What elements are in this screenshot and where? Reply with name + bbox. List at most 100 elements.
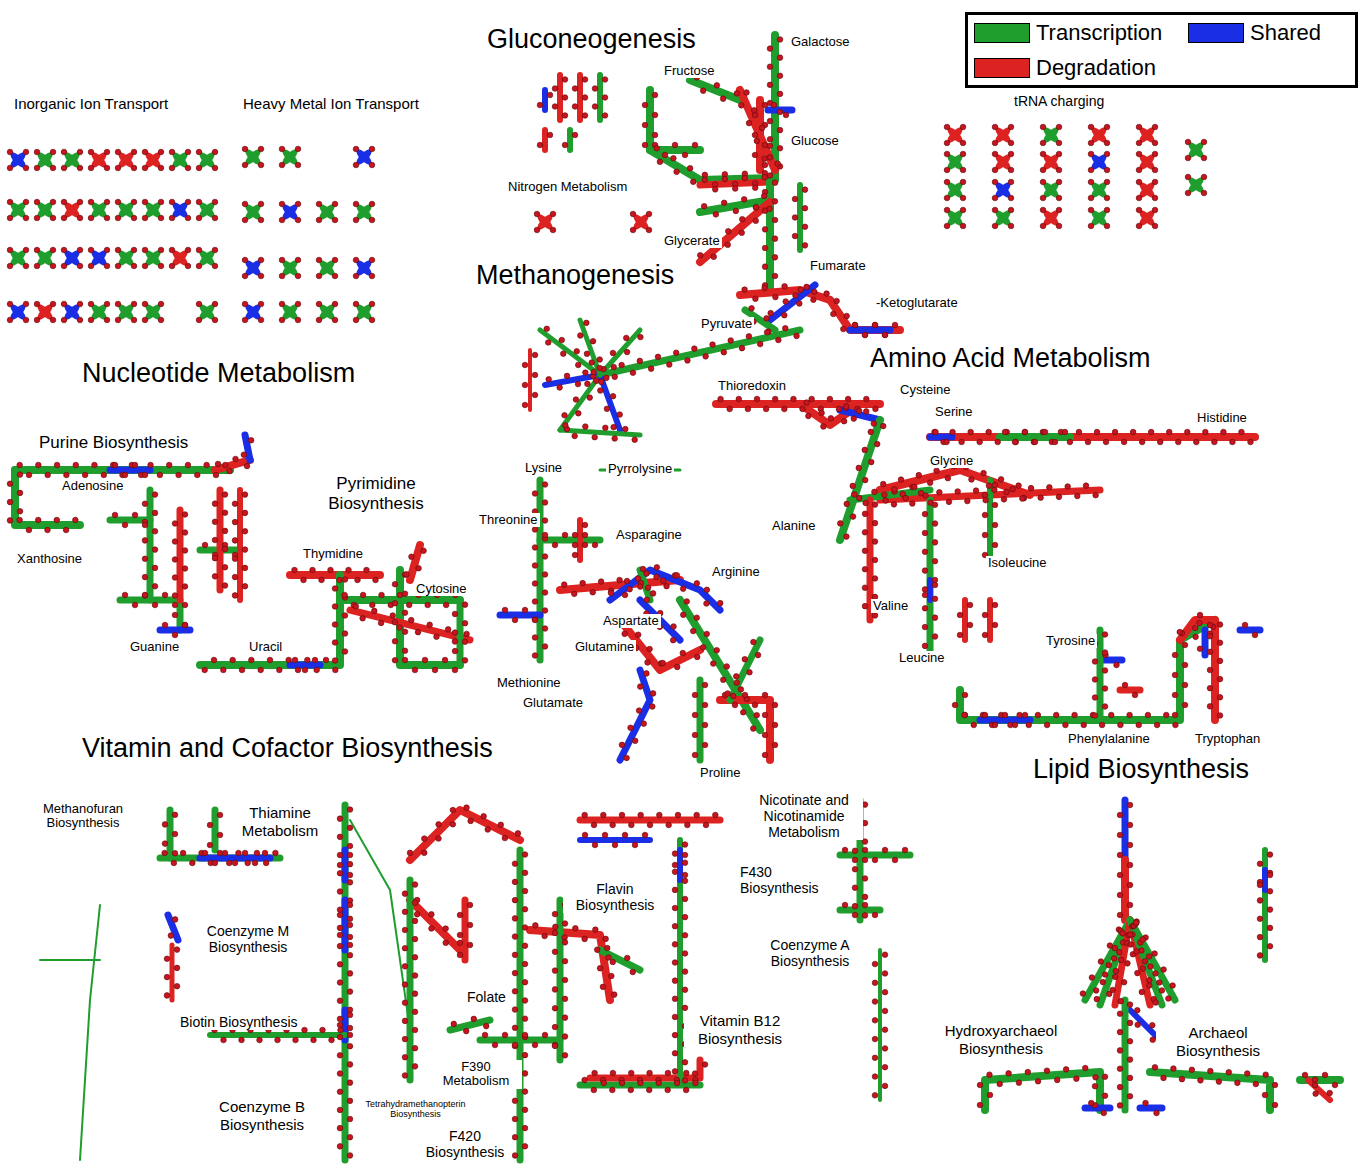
metabolite-dot (682, 1078, 688, 1084)
metabolite-dot (718, 396, 724, 402)
metabolite-dot (992, 223, 998, 229)
metabolite-dot (115, 301, 121, 307)
metabolite-dot (791, 396, 797, 402)
complex-glyph (1089, 180, 1109, 200)
metabolite-dot (73, 517, 79, 523)
metabolite-dot (295, 217, 301, 223)
metabolite-dot (1089, 975, 1095, 981)
metabolite-dot (292, 567, 298, 573)
metabolite-dot (562, 996, 568, 1002)
glyph-petal (280, 258, 300, 278)
metabolite-dot (746, 334, 752, 340)
metabolite-dot (700, 645, 706, 651)
metabolite-dot (412, 1064, 418, 1070)
glyph-petal (243, 147, 263, 167)
metabolite-dot (767, 155, 773, 161)
metabolite-dot (1262, 1092, 1268, 1098)
metabolite-dot (61, 247, 67, 253)
metabolite-dot (1152, 124, 1158, 130)
section-heading: Purine Biosynthesis (37, 433, 190, 453)
glyph-petal (1041, 180, 1061, 200)
metabolite-dot (703, 822, 709, 828)
metabolite-dot (337, 1016, 343, 1022)
complex-glyph (89, 150, 109, 170)
metabolite-dot (158, 199, 164, 205)
metabolite-dot (738, 687, 744, 693)
metabolite-dot (347, 922, 353, 928)
metabolite-dot (323, 657, 329, 663)
metabolite-dot (1173, 722, 1179, 728)
metabolite-dot (1152, 951, 1158, 957)
metabolite-dot (1104, 179, 1110, 185)
metabolite-dot (1088, 1100, 1094, 1106)
metabolite-dot (158, 247, 164, 253)
metabolite-dot (1117, 1048, 1123, 1054)
metabolite-dot (353, 301, 359, 307)
metabolite-dot (232, 860, 238, 866)
metabolite-dot (757, 341, 763, 347)
metabolite-dot (1040, 151, 1046, 157)
metabolite-dot (624, 955, 630, 961)
metabolite-dot (332, 273, 338, 279)
metabolite-dot (1032, 439, 1038, 445)
reaction-edge (600, 330, 800, 375)
metabolite-dot (995, 439, 1001, 445)
metabolite-dot (739, 345, 745, 351)
metabolite-dot (176, 472, 182, 478)
metabolite-dot (562, 1052, 568, 1058)
metabolite-dot (992, 140, 998, 146)
metabolite-dot (542, 518, 548, 524)
metabolite-dot (852, 903, 858, 909)
metabolite-dot (215, 461, 221, 467)
metabolite-dot (522, 382, 528, 388)
reaction-edge (542, 90, 548, 110)
complex-glyph (116, 302, 136, 322)
metabolite-dot (552, 987, 558, 993)
glyph-petal (89, 200, 109, 220)
metabolite-dot (169, 149, 175, 155)
metabolite-dot (50, 301, 56, 307)
reaction-edge (542, 130, 548, 150)
metabolite-dot (602, 95, 608, 101)
metabolite-dot (589, 360, 595, 366)
metabolite-dot (392, 638, 398, 644)
metabolite-dot (772, 180, 778, 186)
metabolite-dot (773, 294, 779, 300)
metabolite-dot (682, 1060, 688, 1066)
metabolite-dot (522, 925, 528, 931)
metabolite-dot (647, 646, 653, 652)
reaction-edge (1100, 920, 1130, 1005)
metabolite-dot (142, 247, 148, 253)
metabolite-dot (462, 620, 468, 626)
metabolite-dot (1110, 987, 1116, 993)
metabolite-dot (734, 91, 740, 97)
metabolite-dot (172, 593, 178, 599)
metabolite-dot (973, 488, 979, 494)
metabolite-dot (983, 497, 989, 503)
metabolite-dot (169, 263, 175, 269)
metabolite-dot (142, 263, 148, 269)
glyph-petal (243, 258, 263, 278)
metabolite-dot (1056, 179, 1062, 185)
metabolite-dot (196, 263, 202, 269)
complex-glyph (35, 150, 55, 170)
metabolite-dot (337, 870, 343, 876)
metabolite-dot (752, 132, 758, 138)
metabolite-dot (636, 708, 642, 714)
metabolite-dot (750, 726, 756, 732)
metabolite-dot (1076, 429, 1082, 435)
metabolite-dot (753, 296, 759, 302)
complex-glyph (170, 150, 190, 170)
metabolite-dot (142, 592, 148, 598)
metabolite-dot (775, 161, 781, 167)
reaction-edge (215, 460, 250, 470)
reaction-edge (620, 670, 650, 760)
metabolite-dot (600, 984, 606, 990)
metabolite-dot (17, 462, 23, 468)
glyph-petal (354, 302, 374, 322)
complex-glyph (197, 200, 217, 220)
metabolite-dot (754, 712, 760, 718)
metabolite-dot (425, 602, 431, 608)
metabolite-dot (254, 850, 260, 856)
metabolite-dot (196, 317, 202, 323)
